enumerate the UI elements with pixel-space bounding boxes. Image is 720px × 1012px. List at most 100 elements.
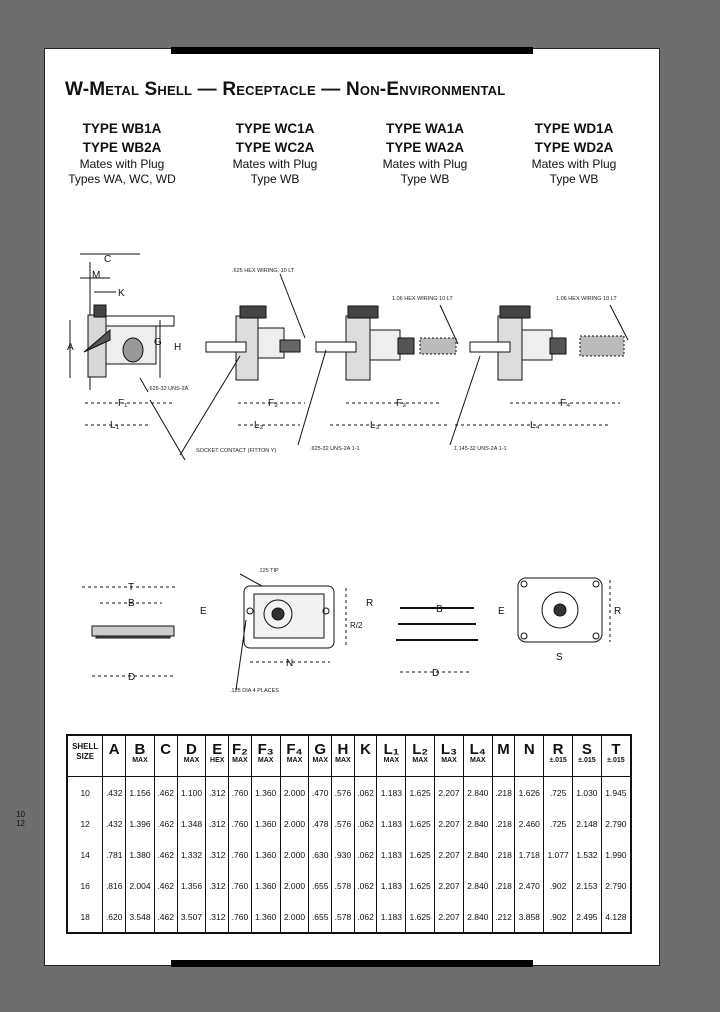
table-cell: 1.945 xyxy=(600,776,631,808)
mates-plug-types: Type WB xyxy=(549,172,599,186)
table-cell: .655 xyxy=(308,870,332,901)
table-cell: .902 xyxy=(543,870,573,901)
table-cell: 2.207 xyxy=(434,839,464,870)
table-cell: 12 xyxy=(66,808,103,839)
table-cell: .816 xyxy=(102,870,126,901)
header-sublabel: ±.015 xyxy=(607,757,625,764)
table-cell: 1.625 xyxy=(405,901,435,933)
dim-label-d2: D xyxy=(432,668,439,679)
mates-plug-types: Types WA, WC, WD xyxy=(68,172,176,186)
table-cell: .630 xyxy=(308,839,332,870)
header-sublabel: ±.015 xyxy=(549,757,567,764)
header-label: M xyxy=(497,741,510,758)
table-cell: 1.348 xyxy=(176,808,206,839)
table-cell: 2.207 xyxy=(434,776,464,808)
table-cell: 1.332 xyxy=(176,839,206,870)
table-cell: .470 xyxy=(308,776,332,808)
type-name: TYPE WA1A xyxy=(385,121,464,136)
type-name: TYPE WC1A xyxy=(235,121,315,136)
table-cell: .725 xyxy=(543,808,573,839)
header-label: L₃ xyxy=(440,741,458,758)
table-cell: 2.000 xyxy=(279,901,309,933)
header-label: SHELL xyxy=(72,742,99,751)
header-sublabel: MAX xyxy=(412,757,428,764)
table-cell: 3.507 xyxy=(176,901,206,933)
mates-label: Mates with Plug xyxy=(531,157,617,171)
mates-label: Mates with Plug xyxy=(232,157,318,171)
table-cell: .760 xyxy=(228,776,252,808)
column-header: M xyxy=(491,735,515,777)
table-cell: 4.128 xyxy=(600,901,631,933)
wc-receptacle-drawing xyxy=(179,273,306,456)
header-label: R xyxy=(552,741,564,758)
side-view-t xyxy=(82,586,178,677)
table-cell: 1.990 xyxy=(600,839,631,870)
table-cell: 1.183 xyxy=(376,870,406,901)
table-cell: .760 xyxy=(228,839,252,870)
front-view-square xyxy=(517,577,611,643)
table-cell: 1.156 xyxy=(125,776,155,808)
header-sublabel: MAX xyxy=(470,757,486,764)
dim-label-r3: R xyxy=(614,606,621,617)
side-margin-mark: 10 12 xyxy=(16,810,25,828)
type-name: TYPE WA2A xyxy=(385,140,464,155)
dim-label-f1: F₁ xyxy=(118,398,128,409)
table-cell: 1.626 xyxy=(514,776,544,808)
table-cell: .062 xyxy=(353,870,377,901)
column-header: R±.015 xyxy=(543,735,573,777)
table-cell: .062 xyxy=(353,839,377,870)
table-cell: 1.380 xyxy=(125,839,155,870)
table-cell: 1.360 xyxy=(250,901,281,933)
table-cell: .218 xyxy=(491,776,515,808)
table-cell: 2.207 xyxy=(434,808,464,839)
table-cell: .620 xyxy=(102,901,126,933)
header-sublabel: MAX xyxy=(183,757,200,764)
table-cell: 1.532 xyxy=(572,839,602,870)
table-cell: .218 xyxy=(491,808,515,839)
table-cell: .462 xyxy=(153,808,178,839)
dim-label-f4: F₄ xyxy=(560,398,570,409)
table-cell: .576 xyxy=(331,808,355,839)
table-cell: .760 xyxy=(228,901,252,933)
column-header: N xyxy=(514,735,544,777)
dim-label-m: M xyxy=(92,270,100,281)
table-cell: 1.396 xyxy=(125,808,155,839)
header-sublabel: HEX xyxy=(210,757,225,764)
header-sublabel: MAX xyxy=(257,757,274,764)
table-cell: .655 xyxy=(308,901,332,933)
table-cell: 1.360 xyxy=(250,808,281,839)
dim-label-l2: L₂ xyxy=(254,420,264,431)
table-cell: 1.360 xyxy=(250,870,281,901)
table-cell: 2.840 xyxy=(462,839,493,870)
header-label: G xyxy=(314,741,327,758)
dim-label-e: E xyxy=(200,606,207,617)
table-cell: 2.000 xyxy=(279,808,309,839)
table-cell: 1.718 xyxy=(514,839,544,870)
header-label: F₃ xyxy=(257,741,274,758)
table-cell: 2.207 xyxy=(434,870,464,901)
header-label: L₄ xyxy=(469,741,486,758)
dim-label-t: T xyxy=(128,582,134,593)
table-cell: .930 xyxy=(331,839,355,870)
table-cell: 2.153 xyxy=(572,870,602,901)
table-cell: .478 xyxy=(308,808,332,839)
table-cell: .760 xyxy=(228,808,252,839)
mates-label: Mates with Plug xyxy=(79,157,165,171)
table-cell: 10 xyxy=(66,776,103,808)
note-thread-wb: .625-32 UNS-2A xyxy=(148,386,189,392)
header-label: F₄ xyxy=(286,741,303,758)
wd-receptacle-drawing xyxy=(449,304,629,446)
header-sublabel: MAX xyxy=(232,757,248,764)
mates-label: Mates with Plug xyxy=(382,157,468,171)
side-view-b-d xyxy=(396,607,478,673)
wa-receptacle-drawing xyxy=(297,304,459,446)
